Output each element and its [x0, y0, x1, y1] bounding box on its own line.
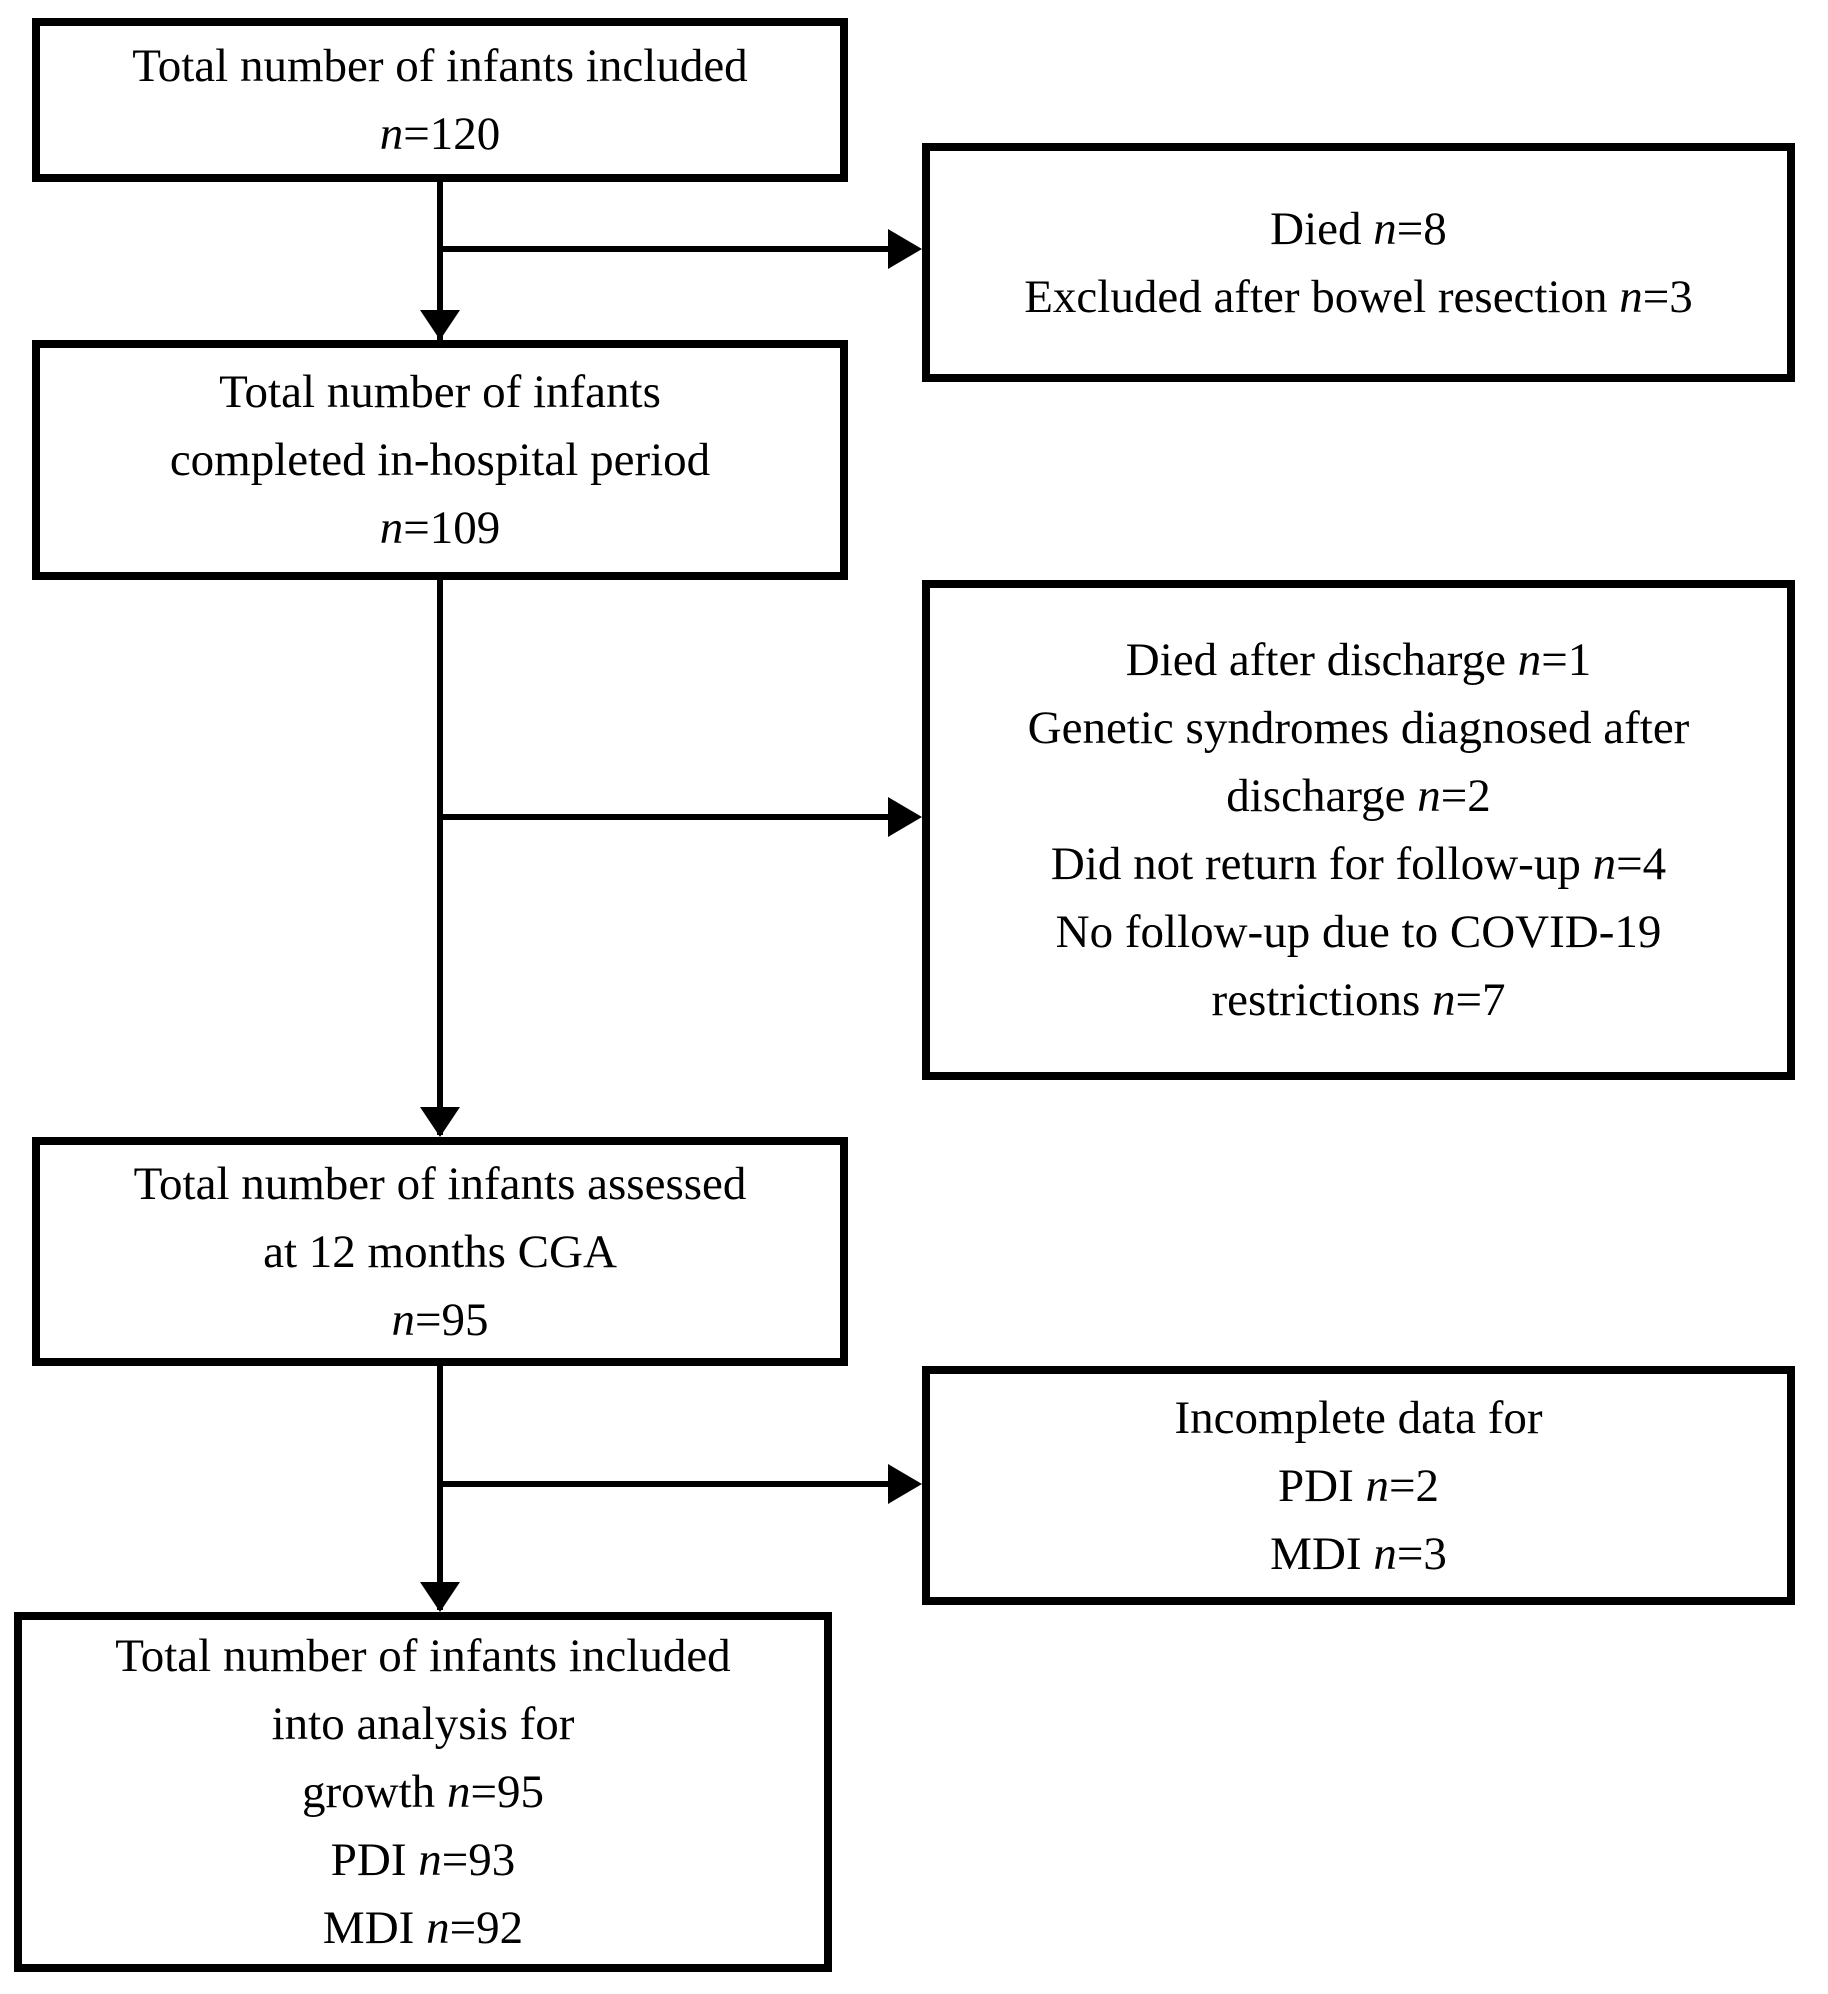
box-text-line: Did not return for follow-up n=4 [1050, 838, 1667, 890]
box-text-line: Died n=8 [1270, 202, 1447, 255]
down-arrow-icon [420, 310, 460, 340]
box-included-into-analysis: Total number of infants included into ana… [14, 1612, 832, 1972]
connector-line-vertical-2 [437, 580, 443, 1135]
box-completed-in-hospital-period: Total number of infants completed in-hosp… [32, 340, 848, 580]
box-text-line: MDI n=92 [322, 1902, 524, 1954]
box-text-line: MDI n=3 [1270, 1527, 1447, 1580]
right-arrow-icon [888, 1464, 922, 1504]
connector-line-horizontal-1 [437, 246, 890, 252]
box-text-line: discharge n=2 [1226, 770, 1491, 822]
box-text-line: Total number of infants assessed [133, 1157, 747, 1210]
connector-line-horizontal-3 [437, 1481, 890, 1487]
box-text-line: Total number of infants [219, 366, 661, 418]
right-arrow-icon [888, 797, 922, 837]
box-text-line: Total number of infants included [115, 1630, 731, 1682]
down-arrow-icon [420, 1107, 460, 1137]
box-assessed-12-months-cga: Total number of infants assessed at 12 mo… [32, 1137, 848, 1366]
box-text-line: growth n=95 [302, 1766, 544, 1818]
box-text-line: restrictions n=7 [1211, 974, 1506, 1026]
box-text-line: Died after discharge n=1 [1125, 634, 1592, 686]
box-text-line: at 12 months CGA [263, 1225, 617, 1278]
box-text-line: PDI n=93 [330, 1834, 516, 1886]
box-text-line: n=109 [379, 502, 501, 554]
box-text-line: n=120 [379, 108, 501, 160]
box-text-line: Excluded after bowel resection n=3 [1024, 270, 1693, 323]
connector-line-horizontal-2 [437, 814, 890, 820]
box-total-infants-included: Total number of infants included n=120 [32, 18, 848, 182]
right-arrow-icon [888, 229, 922, 269]
box-text-line: Genetic syndromes diagnosed after [1027, 702, 1690, 754]
box-text-line: PDI n=2 [1278, 1459, 1439, 1512]
connector-line-vertical-3 [437, 1366, 443, 1610]
box-text-line: completed in-hospital period [169, 434, 711, 486]
box-text-line: Total number of infants included [132, 40, 748, 92]
connector-line-vertical-1 [437, 182, 443, 340]
box-text-line: No follow-up due to COVID-19 [1055, 906, 1662, 958]
box-text-line: Incomplete data for [1174, 1391, 1543, 1444]
down-arrow-icon [420, 1582, 460, 1612]
box-text-line: n=95 [391, 1293, 489, 1346]
box-text-line: into analysis for [271, 1698, 575, 1750]
